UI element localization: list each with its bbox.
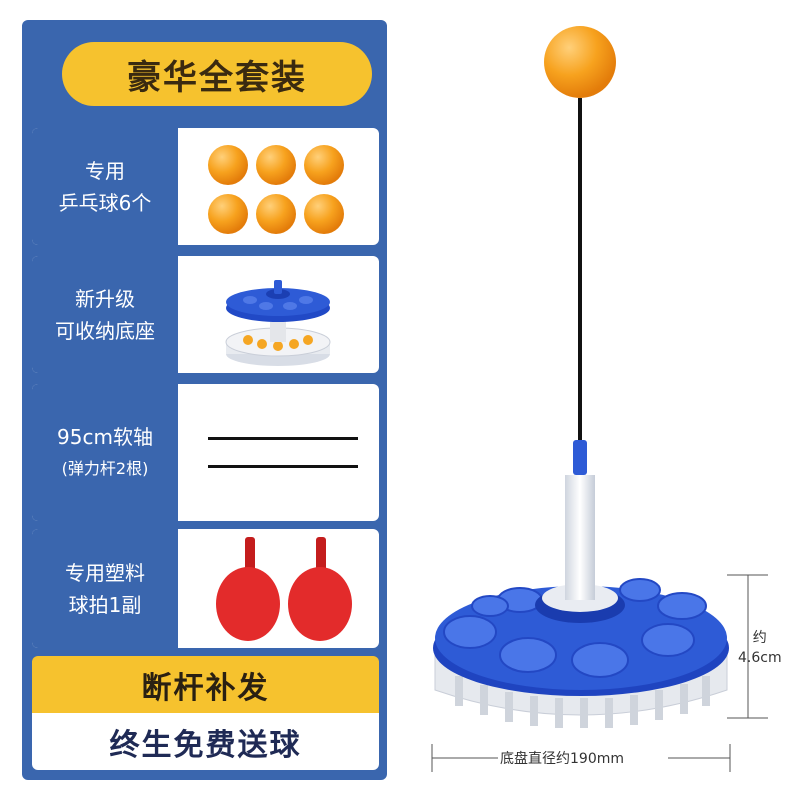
- feature-row-base: 新升级 可收纳底座: [32, 256, 379, 373]
- feature-row-balls: 专用 乒乓球6个: [32, 128, 379, 245]
- feature-row-paddles: 专用塑料 球拍1副: [32, 529, 379, 648]
- feature-label: 专用塑料 球拍1副: [32, 529, 178, 648]
- panel-title: 豪华全套装: [62, 42, 372, 106]
- banner-free-balls: 终生免费送球: [32, 713, 379, 770]
- base-diameter-dimension: 底盘直径约190mm: [500, 751, 624, 767]
- elastic-rod-icon: [578, 98, 582, 448]
- height-dimension: 约 4.6cm: [738, 630, 782, 666]
- feature-panel: 豪华全套装 专用 乒乓球6个: [22, 20, 387, 780]
- feature-label: 新升级 可收纳底座: [32, 256, 178, 373]
- feature-row-rods: 95cm软轴 (弹力杆2根): [32, 384, 379, 521]
- storage-base-icon: [178, 256, 379, 373]
- feature-label: 专用 乒乓球6个: [32, 128, 178, 245]
- product-illustration: [431, 26, 768, 772]
- elastic-rods-icon: [178, 384, 379, 521]
- banner-broken-rod: 断杆补发: [32, 656, 379, 713]
- feature-label: 95cm软轴 (弹力杆2根): [32, 384, 178, 521]
- ping-pong-balls-icon: [178, 128, 379, 245]
- paddles-icon: [178, 529, 379, 648]
- ping-pong-ball-icon: [544, 26, 616, 98]
